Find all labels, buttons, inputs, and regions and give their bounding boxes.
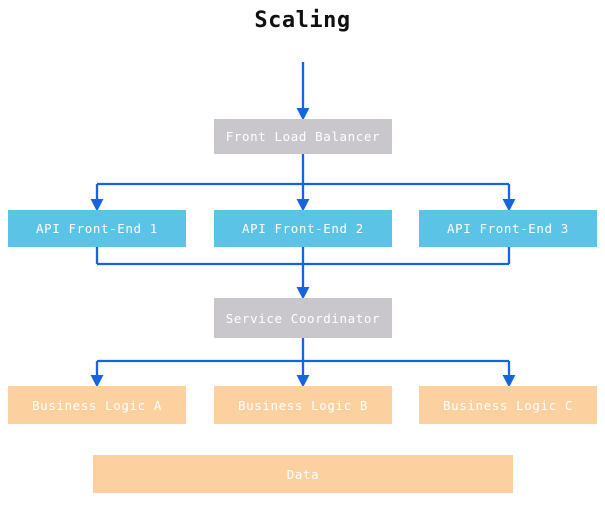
- node-label: Front Load Balancer: [225, 129, 381, 144]
- node-label: Business Logic C: [442, 397, 573, 413]
- node-label: Business Logic B: [237, 397, 368, 413]
- node-label: Service Coordinator: [225, 310, 381, 326]
- node-front-load-balancer[interactable]: Front Load Balancer: [214, 119, 392, 154]
- node-business-logic-c[interactable]: Business Logic C: [419, 386, 597, 424]
- node-data[interactable]: Data: [93, 455, 513, 493]
- node-label: Data: [286, 466, 320, 482]
- node-label: API Front-End 1: [36, 221, 158, 236]
- node-label: API Front-End 2: [242, 221, 364, 236]
- node-label: API Front-End 3: [447, 221, 569, 236]
- node-business-logic-a[interactable]: Business Logic A: [8, 386, 186, 424]
- node-api-front-end-3[interactable]: API Front-End 3: [419, 210, 597, 247]
- node-business-logic-b[interactable]: Business Logic B: [214, 386, 392, 424]
- node-label: Business Logic A: [31, 397, 162, 413]
- node-service-coordinator[interactable]: Service Coordinator: [214, 298, 392, 338]
- node-api-front-end-1[interactable]: API Front-End 1: [8, 210, 186, 247]
- node-api-front-end-2[interactable]: API Front-End 2: [214, 210, 392, 247]
- page-title: Scaling: [254, 8, 351, 33]
